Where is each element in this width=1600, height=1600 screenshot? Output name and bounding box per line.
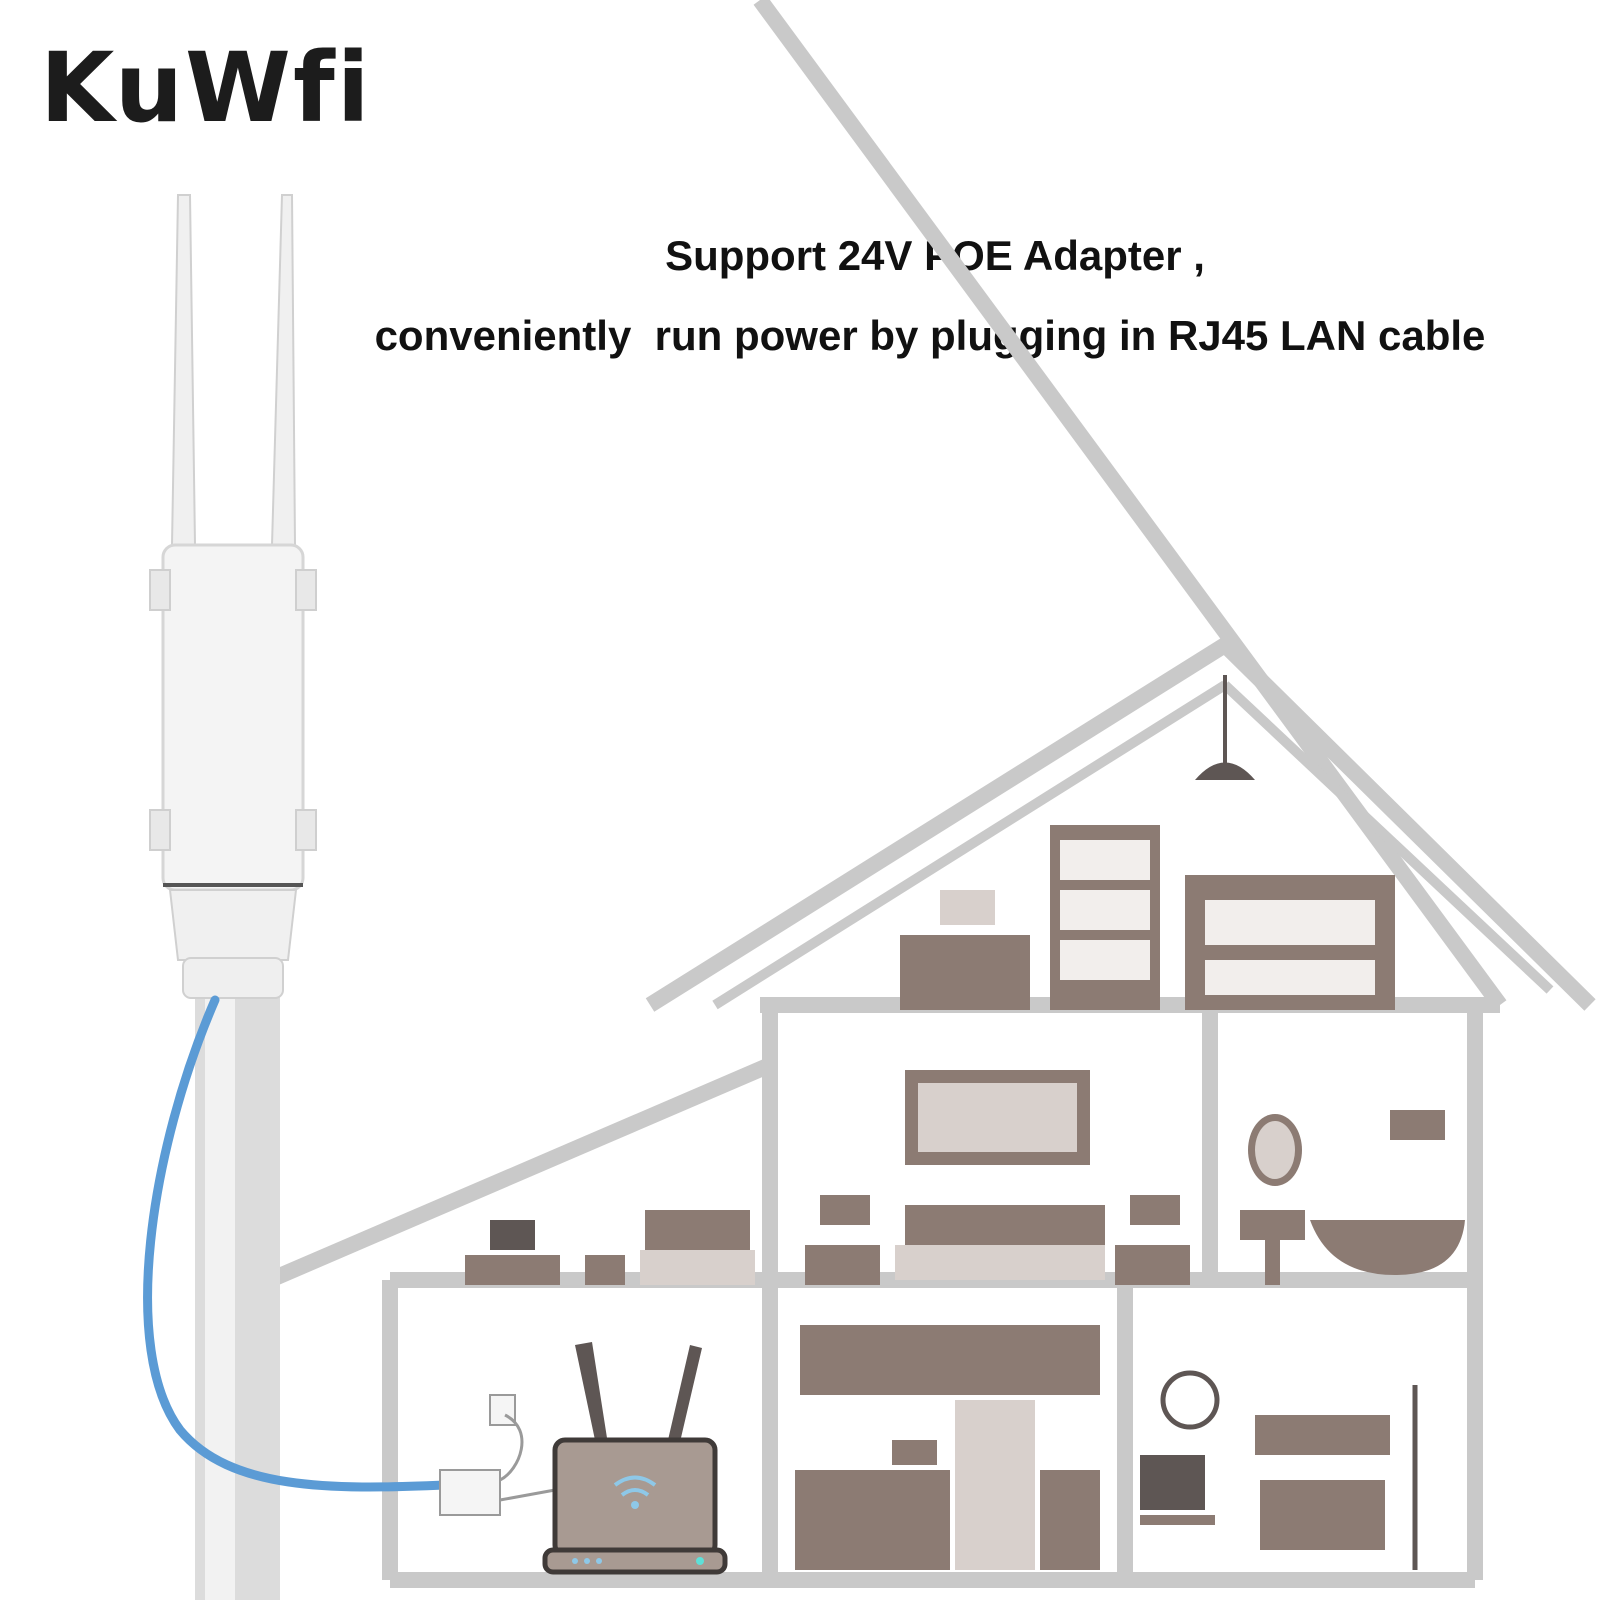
outdoor-access-point-icon xyxy=(149,194,317,999)
brand-logo: KuWfi xyxy=(40,32,372,144)
lan-cable xyxy=(143,995,450,1492)
kitchen-furniture xyxy=(795,1325,1100,1570)
mounting-pole xyxy=(195,990,280,1600)
bedroom-furniture xyxy=(465,1070,1190,1285)
attic-furniture xyxy=(900,675,1395,1010)
wifi-router-icon xyxy=(542,1342,728,1575)
caption-line-2: conveniently run power by plugging in RJ… xyxy=(374,312,1486,359)
living-room-furniture xyxy=(1140,1370,1418,1570)
poe-injector-icon xyxy=(439,1394,556,1516)
bathroom-furniture xyxy=(1240,1110,1465,1285)
